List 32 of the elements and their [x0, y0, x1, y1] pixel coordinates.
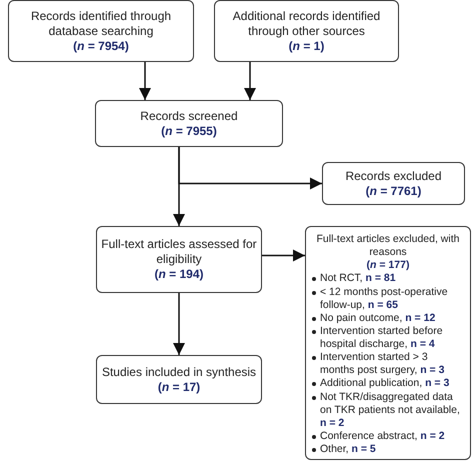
box-title: Records screened [140, 108, 238, 124]
box-title: Records identified through database searching [30, 8, 172, 38]
count-label: (n = 177) [366, 259, 410, 272]
process-box [95, 100, 283, 147]
box-title: Additional records identified through other sources [232, 8, 382, 38]
process-box [322, 162, 465, 205]
process-box [8, 0, 194, 62]
count-label: (n = 7954) [73, 38, 129, 54]
process-box [305, 226, 471, 460]
arrow [244, 62, 256, 100]
box-title: Studies included in synthesis [102, 364, 256, 380]
list-item: Not RCT, n = 81 [320, 272, 396, 286]
process-box [96, 355, 262, 404]
arrow [139, 62, 151, 100]
count-label: (n = 194) [154, 267, 204, 282]
process-box [214, 0, 399, 62]
list-item: Additional publication, n = 3 [320, 377, 450, 390]
arrow [173, 147, 185, 226]
count-label: (n = 7955) [161, 124, 217, 138]
arrow [262, 250, 305, 262]
box-title: Full-text articles assessed for eligibility [101, 237, 257, 267]
box-title: Records excluded [345, 168, 442, 184]
process-box [96, 226, 262, 293]
arrow [173, 293, 185, 355]
list-item: Intervention started before hospital discharge, n = 4 [320, 324, 444, 352]
count-label: (n = 7761) [366, 184, 422, 198]
list-item: Other, n = 5 [320, 443, 376, 456]
count-label: (n = 17) [158, 380, 200, 394]
list-item: No pain outcome, n = 12 [320, 312, 436, 325]
count-label: (n = 1) [288, 38, 324, 54]
box-title: Full-text articles excluded, with reasons [316, 233, 460, 260]
list-item: Conference abstract, n = 2 [320, 430, 445, 443]
